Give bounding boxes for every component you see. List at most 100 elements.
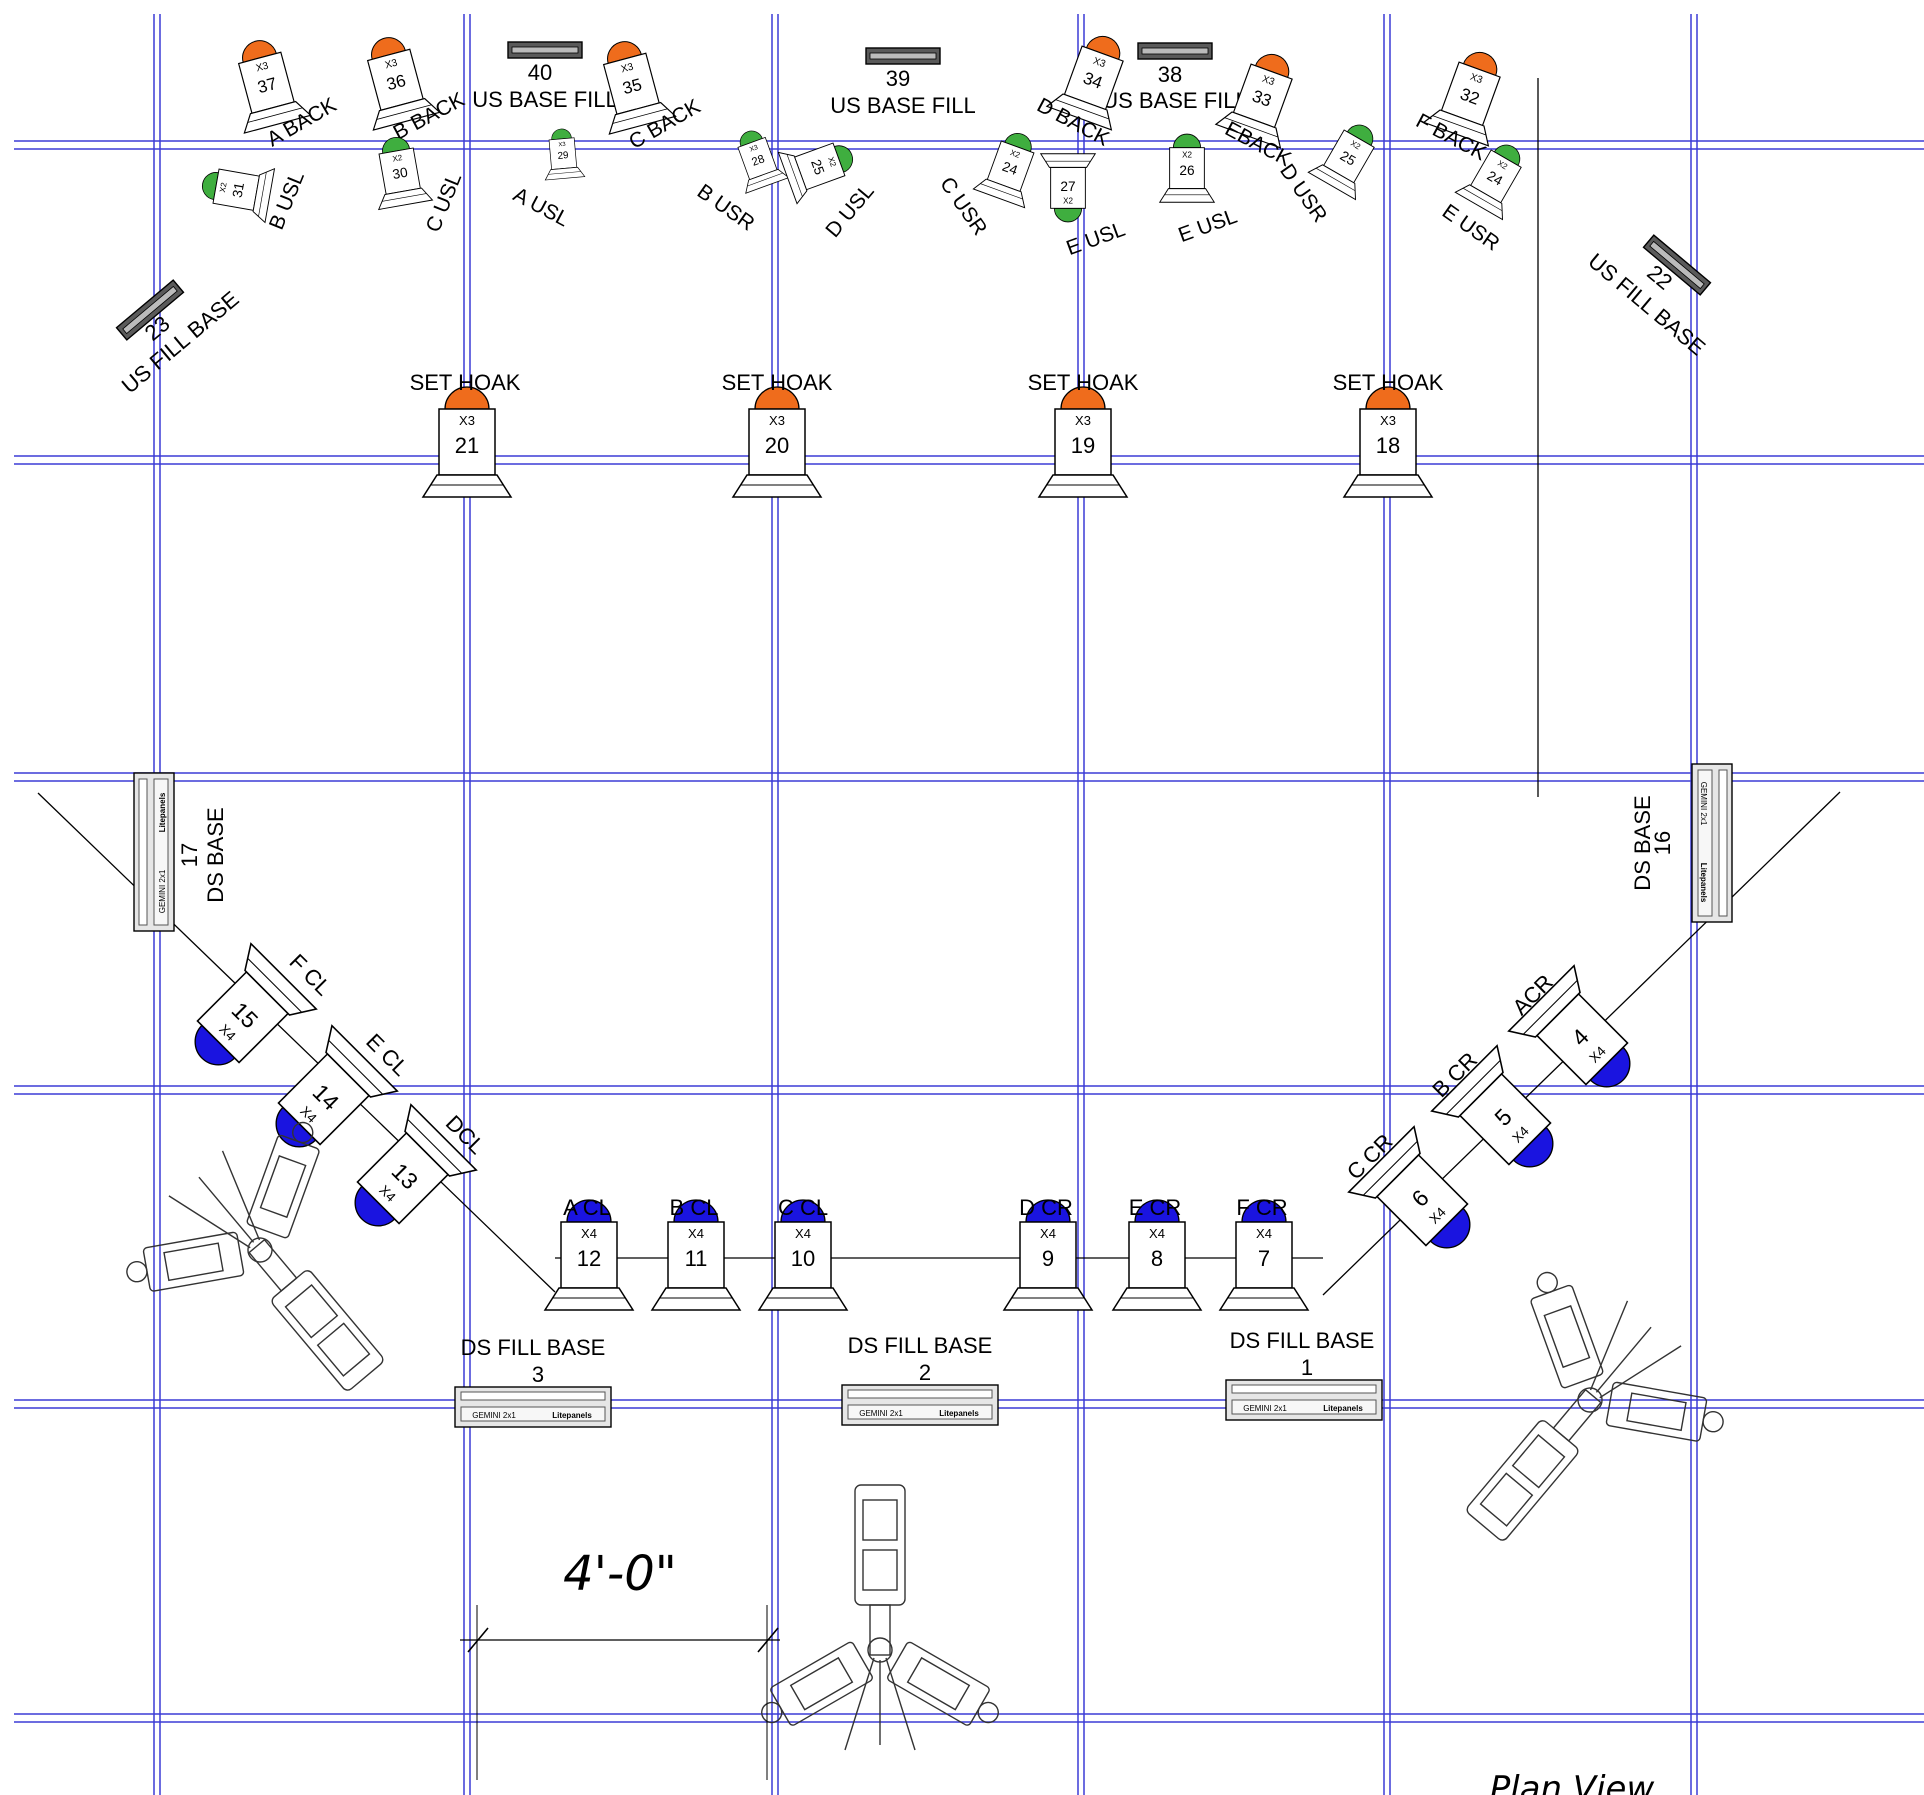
fixture-barndoor: [1039, 153, 1097, 168]
fixture-count: X2: [218, 181, 229, 193]
panel-maker: Litepanels: [1699, 863, 1708, 903]
fixture-number: 30: [391, 165, 409, 182]
fixture-count: X4: [688, 1226, 704, 1241]
fixture-barndoor: [1111, 1287, 1203, 1311]
fixture-label: D USL: [821, 180, 878, 242]
panel-number: 2: [919, 1360, 931, 1385]
lens-cap: [1346, 124, 1374, 147]
light-fixture: 4X4: [1507, 964, 1631, 1088]
fixture-label: F CR: [1236, 1195, 1287, 1220]
leg-wheel: [1702, 1411, 1724, 1433]
fill-panel: [865, 47, 941, 65]
fixture-count: X3: [620, 62, 635, 76]
fill-panel: [115, 279, 185, 341]
panel-face: [122, 285, 178, 335]
barndoor-edge: [382, 193, 427, 202]
fixture-number: 24: [1485, 168, 1506, 189]
pan-bar: [221, 1150, 261, 1241]
panel-brand: GEMINI 2x1: [1243, 1404, 1287, 1413]
lens-cap: [1241, 1199, 1287, 1223]
fixture-barndoor: [1218, 1287, 1310, 1311]
pan-bar: [844, 1657, 875, 1751]
barndoor-edge: [1055, 99, 1109, 120]
fixture-number: 25: [1338, 148, 1359, 169]
leg-base: [1605, 1381, 1708, 1442]
fixture-count: X3: [749, 144, 759, 153]
fixture-body: [1019, 1221, 1077, 1289]
lens-cap: [1025, 1199, 1071, 1223]
fixture-number: 29: [557, 150, 569, 162]
panel-number: 38: [1158, 62, 1182, 87]
camera-layer: [126, 1121, 1724, 1751]
barndoor-edge: [548, 171, 581, 175]
barndoor-edge: [247, 958, 302, 1013]
barndoor-edge: [258, 172, 267, 217]
fixture-barndoor: [1507, 964, 1581, 1038]
leg-wheel: [292, 1121, 314, 1144]
pan-bar: [1595, 1326, 1652, 1393]
lens-cap: [1365, 386, 1411, 410]
panel-label: DS FILL BASE: [461, 1335, 606, 1360]
leg-detail: [1543, 1305, 1591, 1369]
panel-label: US BASE FILL: [472, 87, 618, 112]
fill-panel: [1137, 42, 1213, 60]
panel-face: [869, 52, 937, 60]
camera-viewfinder: [1479, 1472, 1534, 1527]
camera-head: [1511, 1434, 1566, 1489]
fixture-barndoor: [1347, 1125, 1421, 1199]
fixture-number: 10: [791, 1246, 815, 1271]
panel-brand: GEMINI 2x1: [472, 1411, 516, 1420]
fixture-body: [774, 1221, 832, 1289]
panel-maker: Litepanels: [939, 1409, 979, 1418]
lens-cap: [607, 41, 642, 64]
view-title: Plan View: [1490, 1769, 1655, 1795]
fixture-number: 21: [455, 433, 479, 458]
fixture-barndoor: [1158, 188, 1216, 203]
lens-cap: [1172, 133, 1202, 149]
camera-pedestal-icon: [761, 1484, 999, 1751]
panel-brand: GEMINI 2x1: [158, 869, 167, 913]
fixture-barndoor: [1037, 474, 1129, 498]
fixture-barndoor: [972, 178, 1026, 209]
fixture-barndoor: [1045, 93, 1113, 131]
barndoor-edge: [612, 108, 668, 124]
fixture-barndoor: [608, 101, 677, 135]
fixture-count: X2: [826, 156, 838, 169]
panel-face: [1718, 769, 1728, 917]
panel-label: DS FILL BASE: [1230, 1328, 1375, 1353]
fixture-count: X2: [1009, 148, 1022, 160]
panel-label: DS FILL BASE: [848, 1333, 993, 1358]
panel-face: [1697, 769, 1713, 917]
fixture-count: X3: [558, 142, 566, 149]
fixture-barndoor: [1307, 164, 1357, 201]
grid-lines: [14, 14, 1924, 1795]
fixture-label: B CL: [670, 1195, 719, 1220]
lens-cap: [739, 130, 763, 147]
barndoor-edge: [247, 107, 303, 123]
pan-bar: [168, 1195, 251, 1249]
camera-head: [284, 1284, 339, 1339]
panel-face: [1649, 240, 1705, 290]
dimension-label: 4'-0": [563, 1546, 677, 1602]
lens-cap: [354, 1185, 396, 1227]
pedestal-leg: [1605, 1381, 1724, 1442]
fixture-count: X3: [384, 58, 399, 72]
fixture-count: X4: [1149, 1226, 1165, 1241]
fixture-number: 28: [750, 153, 766, 169]
panel-label: US BASE FILL: [1102, 88, 1248, 113]
fixture-barndoor: [777, 151, 808, 205]
light-fixture: 9X4: [1002, 1199, 1094, 1311]
fixture-barndoor: [731, 474, 823, 498]
fixture-count: X2: [392, 153, 404, 164]
fixture-count: X4: [1256, 1226, 1272, 1241]
